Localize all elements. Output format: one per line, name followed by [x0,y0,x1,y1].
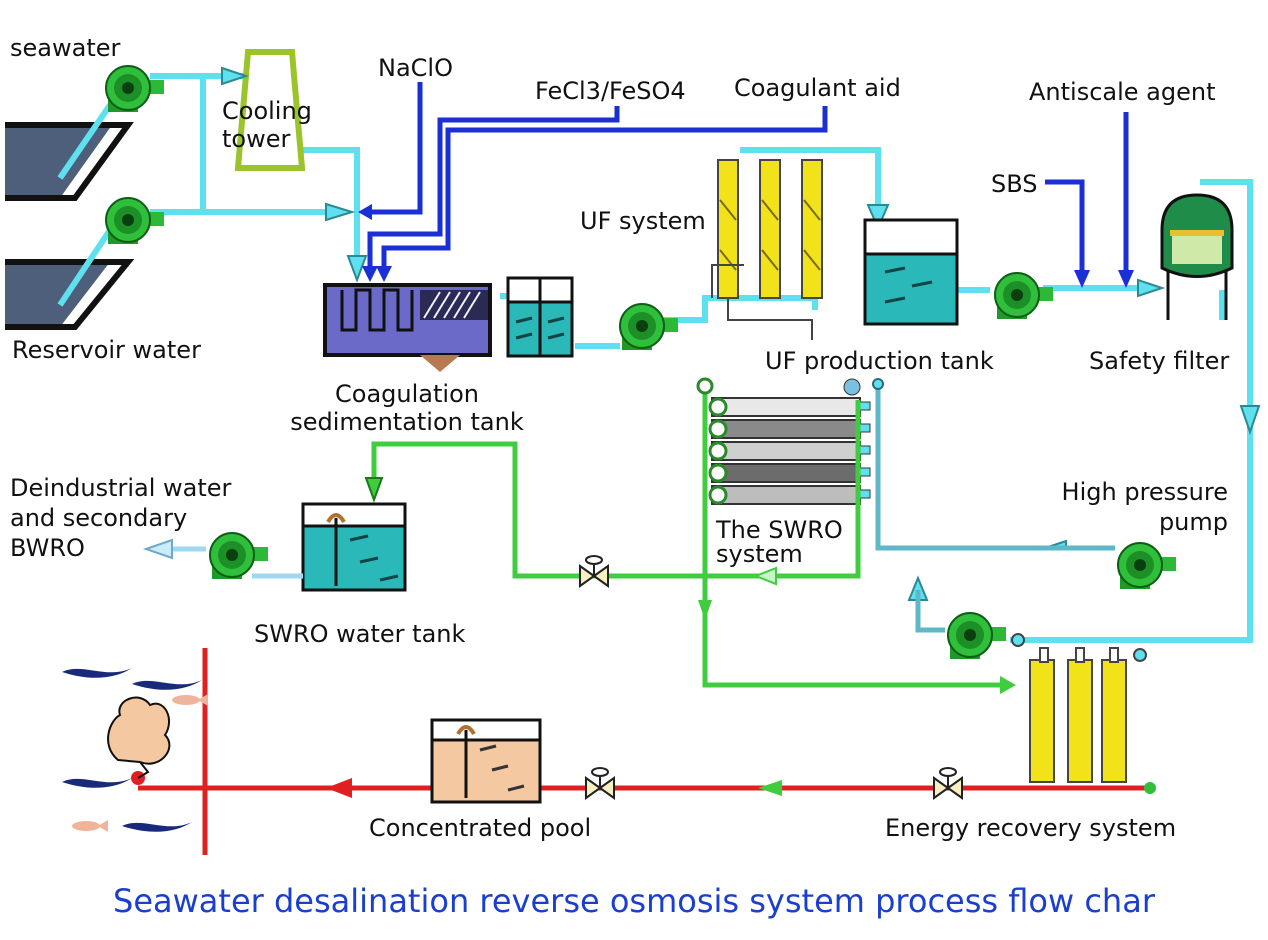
uf-product-pump-icon [994,272,1054,320]
swro-membrane-icon [708,378,871,505]
brine-valve-1-icon [933,767,963,799]
reservoir-label: Reservoir water [12,336,201,364]
brine-outlet-arrow-icon [326,778,352,798]
deindustrial-label: Deindustrial water and secondary BWRO [10,474,232,562]
outlet-arrow-icon [142,538,173,560]
brine-arrow-icon [758,780,782,796]
swro-water-tank-icon [301,502,407,592]
seawater-pump-icon [105,65,165,113]
energy-recovery-icon [1011,633,1147,783]
high-pressure-pump-icon [1117,542,1177,590]
naclo-label: NaClO [378,54,453,82]
seawater-basin [5,122,134,201]
swro-system-label: The SWRO system [716,516,843,568]
uf-feed-pump-icon [619,303,679,351]
antiscale-label: Antiscale agent [1029,78,1216,106]
cooling-tower-label: Cooling tower [222,97,312,153]
safety-filter-icon [1160,193,1234,320]
chemical-arrow-icon [358,204,1134,288]
brine-lines [138,648,1150,855]
brine-outlet-node [1144,782,1156,794]
hp-pump-label: High pressure pump [1061,478,1228,536]
high-pressure-lines [875,386,1115,633]
uf-membrane-icon [711,159,823,340]
energy-recovery-label: Energy recovery system [885,814,1177,842]
sbs-label: SBS [991,170,1038,198]
uf-system-label: UF system [580,207,706,235]
product-arrow-icon [364,477,1016,694]
product-water-lines [371,388,1012,688]
uf-tank-label: UF production tank [765,347,994,375]
reservoir-basin [5,259,135,330]
concentrated-pool-label: Concentrated pool [369,814,592,842]
coagulant-aid-label: Coagulant aid [734,74,901,102]
discharge-plume-icon [107,696,171,779]
chemical-dosing-lines [366,82,1129,280]
booster-pump-icon [947,612,1007,660]
safety-filter-label: Safety filter [1089,347,1230,375]
reservoir-pump-icon [105,197,165,245]
fecl3-label: FeCl3/FeSO4 [535,77,686,105]
flow-arrow-icon [221,66,1261,601]
swro-tank-label: SWRO water tank [254,620,466,648]
coag-tank-label: Coagulation sedimentation tank [290,380,524,436]
seawater-label: seawater [10,34,121,62]
product-valve-icon [579,555,609,587]
coagulation-tank-icon [323,283,492,372]
uf-production-tank-icon [863,218,959,326]
brine-valve-2-icon [585,767,615,799]
cooling-tower-icon [234,49,306,171]
filter-tank-icon [506,276,574,358]
diagram-title: Seawater desalination reverse osmosis sy… [113,882,1155,920]
concentrated-pool-icon [430,718,542,804]
